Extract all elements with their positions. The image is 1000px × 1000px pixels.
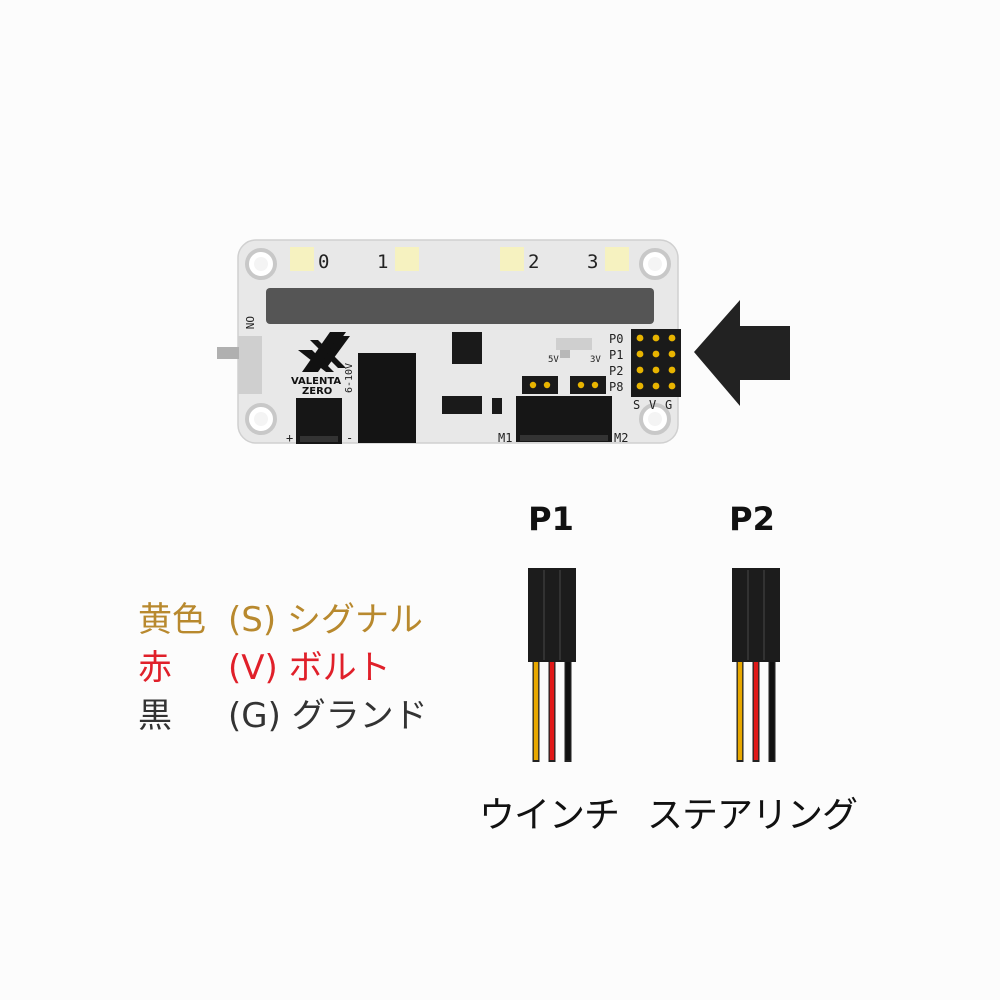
pin-row-label: P8	[609, 380, 623, 394]
wire-volt	[753, 662, 759, 760]
connector-housing	[732, 568, 780, 662]
legend-key: 赤	[138, 648, 172, 688]
port-label-p2: P2	[729, 500, 775, 538]
regulator-chip	[358, 353, 416, 443]
legend-value: (V) ボルト	[228, 648, 391, 688]
power-voltage-label: 6-10V	[344, 363, 355, 393]
header-pin	[668, 350, 676, 358]
legend-key: 黒	[138, 696, 172, 736]
voltage-select-knob[interactable]	[560, 350, 570, 358]
arrow-left-icon	[694, 300, 790, 406]
motor-m2-label: M2	[614, 431, 628, 445]
header-pin	[652, 366, 660, 374]
voltage-select-switch[interactable]	[556, 338, 592, 350]
motor-connector-lip	[520, 435, 608, 441]
header-pin	[636, 366, 644, 374]
header-pin	[652, 350, 660, 358]
led-0	[290, 247, 314, 271]
logo-text-zero: ZERO	[302, 386, 332, 397]
led-label: 0	[318, 251, 329, 273]
pin-col-label: S	[633, 398, 640, 412]
power-connector-lip	[300, 436, 338, 442]
servo-connector-p1	[528, 568, 576, 762]
jumper-right	[570, 376, 606, 394]
header-pin	[636, 350, 644, 358]
wire-signal	[737, 662, 743, 760]
header-pin	[636, 382, 644, 390]
header-pin	[668, 334, 676, 342]
cable-label-winch: ウインチ	[478, 795, 620, 836]
logo-text-valenta: VALENTA	[291, 376, 341, 387]
pin-row-label: P0	[609, 332, 623, 346]
led-label: 3	[587, 251, 598, 273]
led-label: 2	[528, 251, 539, 273]
power-switch-lever[interactable]	[217, 347, 239, 359]
voltage-3v-label: 3V	[590, 355, 601, 365]
valenta-logo-icon: VALENTA ZERO	[291, 332, 350, 397]
motor-m1-label: M1	[498, 431, 512, 445]
pin-row-label: P1	[609, 348, 623, 362]
mounting-hole-icon	[245, 403, 277, 435]
power-switch-body	[238, 336, 262, 394]
legend-row-signal: 黄色 (S) シグナル	[138, 596, 428, 644]
led-label: 1	[377, 251, 388, 273]
mounting-hole-icon	[245, 248, 277, 280]
led-2	[500, 247, 524, 271]
wire-volt	[549, 662, 555, 760]
legend-row-volt: 赤 (V) ボルト	[138, 644, 428, 692]
wire-ground	[769, 662, 775, 760]
tiny-chip	[492, 398, 502, 414]
mounting-hole-icon	[639, 403, 671, 435]
small-chip	[442, 396, 482, 414]
plus-label: +	[286, 431, 293, 445]
header-pin	[652, 334, 660, 342]
led-1	[395, 247, 419, 271]
minus-label: -	[346, 431, 353, 445]
mounting-hole-icon	[639, 248, 671, 280]
cable-label-steering: ステアリング	[646, 795, 858, 836]
pin-row-label: P2	[609, 364, 623, 378]
wire-ground	[565, 662, 571, 760]
legend-value: (S) シグナル	[228, 600, 423, 640]
wire-signal	[533, 662, 539, 760]
microcontroller-chip	[452, 332, 482, 364]
connector-housing	[528, 568, 576, 662]
header-pin	[668, 382, 676, 390]
motor-connector	[516, 396, 612, 442]
header-pins	[636, 334, 676, 390]
port-label-p1: P1	[528, 500, 574, 538]
edge-connector-slot	[266, 288, 654, 324]
header-pin	[636, 334, 644, 342]
servo-connector-p2	[732, 568, 780, 762]
voltage-5v-label: 5V	[548, 355, 559, 365]
header-pin	[668, 366, 676, 374]
jumper-left	[522, 376, 558, 394]
legend-row-ground: 黒 (G) グランド	[138, 692, 428, 740]
wire-color-legend: 黄色 (S) シグナル 赤 (V) ボルト 黒 (G) グランド	[138, 596, 428, 740]
legend-key: 黄色	[138, 600, 206, 640]
led-3	[605, 247, 629, 271]
legend-value: (G) グランド	[228, 696, 428, 736]
pin-col-label: V	[649, 398, 656, 412]
pin-col-label: G	[665, 398, 672, 412]
switch-label: ON	[243, 316, 256, 329]
header-pin	[652, 382, 660, 390]
